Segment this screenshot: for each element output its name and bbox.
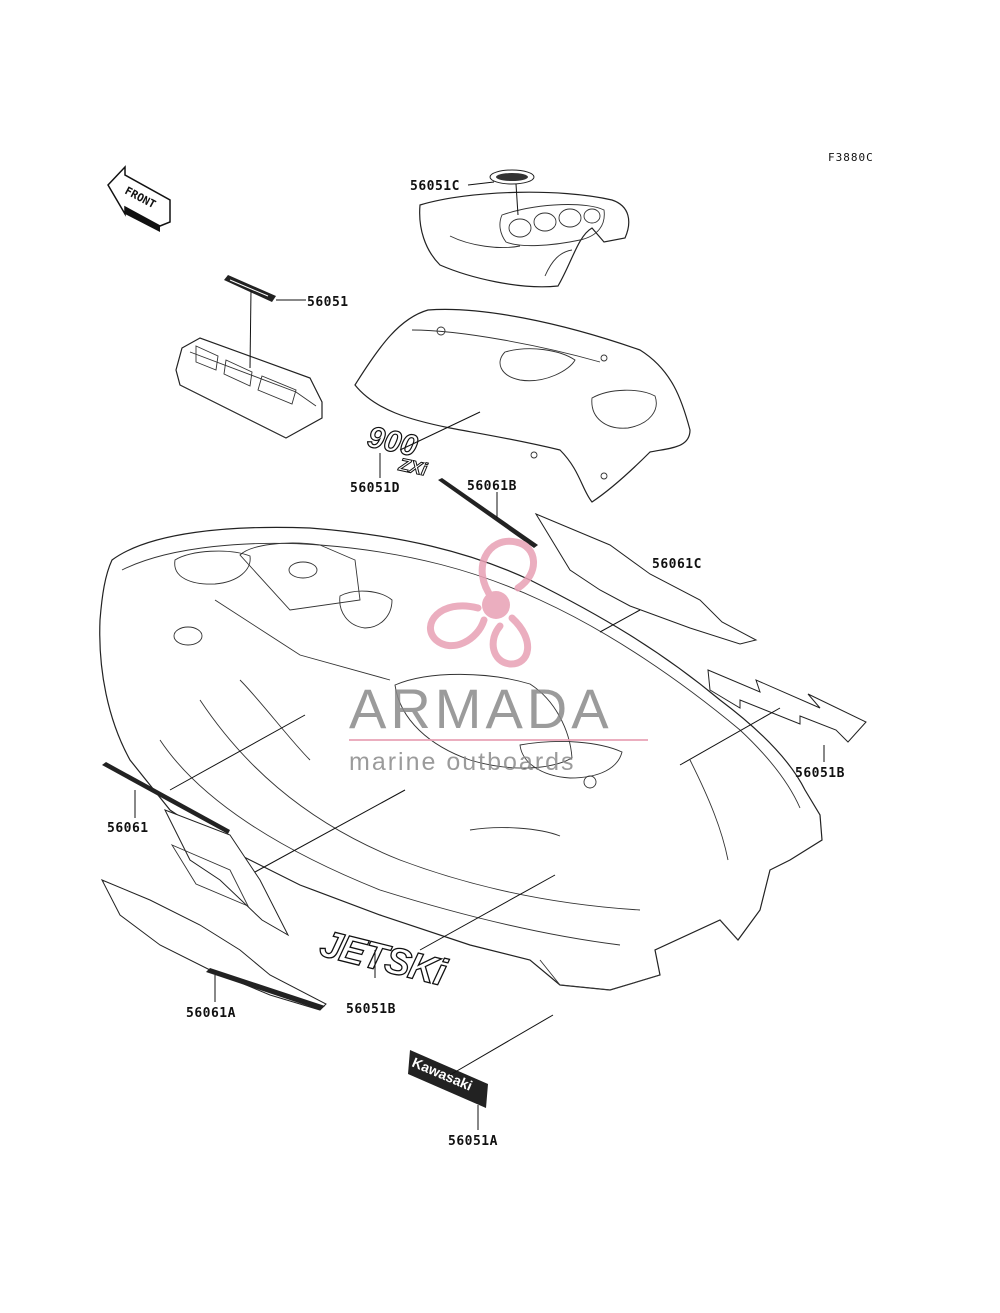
leader-lines — [134, 181, 825, 1130]
model-decal: 900 ZXi — [364, 420, 430, 480]
upper-deck-hood — [354, 308, 691, 503]
watermark-title: ARMADA — [349, 677, 613, 740]
kawasaki-decal: Kawasaki — [408, 1050, 488, 1108]
callout-56051: 56051 — [307, 295, 349, 310]
jetski-decal: JETSKi — [316, 923, 452, 995]
side-stripe-lower-edge — [206, 968, 325, 1010]
lid-decal-detail — [229, 279, 269, 297]
instrument-cover — [419, 191, 630, 288]
figure-code: F3880C — [828, 151, 874, 164]
stripe-56061B — [438, 478, 538, 548]
callout-56051B-jetski: 56051B — [346, 1002, 396, 1017]
side-stripe-left-inner — [170, 844, 249, 907]
side-stripe-lower — [100, 879, 327, 1011]
callout-56051A: 56051A — [448, 1134, 498, 1149]
zigzag-decal — [707, 669, 867, 743]
callout-56061B: 56061B — [467, 479, 517, 494]
model-decal-suffix: ZXi — [396, 454, 430, 480]
callout-56061C: 56061C — [652, 557, 702, 572]
side-stripe-left — [163, 809, 290, 937]
hull-body — [99, 526, 823, 991]
storage-lid — [175, 337, 323, 439]
emblem-badge-inner — [496, 173, 528, 181]
side-stripe-upper — [534, 512, 758, 645]
callout-56051D: 56051D — [350, 481, 400, 496]
callout-56061A: 56061A — [186, 1006, 236, 1021]
callout-56051B-right: 56051B — [795, 766, 845, 781]
watermark-subtitle: marine outboards — [349, 748, 576, 776]
callout-56061: 56061 — [107, 821, 149, 836]
propeller-logo-icon — [427, 537, 537, 668]
front-arrow-icon: FRONT — [107, 165, 171, 232]
stripe-56061 — [102, 762, 230, 834]
callout-56051C: 56051C — [410, 179, 460, 194]
watermark: ARMADA marine outboards — [349, 537, 648, 776]
